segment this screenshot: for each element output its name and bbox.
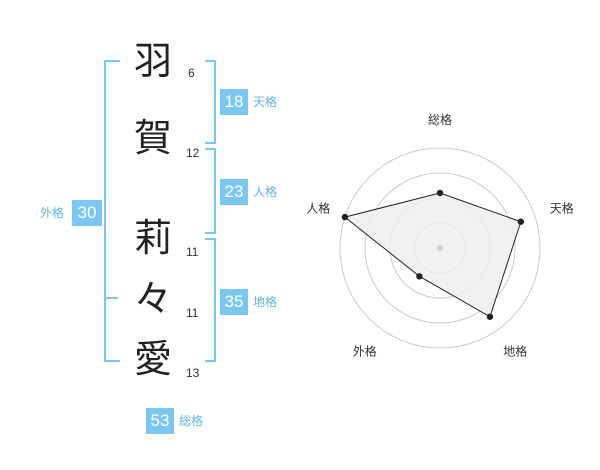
radar-point-5 [341, 213, 349, 221]
jinkaku-badge: 23 [220, 179, 248, 205]
jinkaku-bracket [205, 148, 216, 234]
tenkaku-label: 天格 [253, 95, 278, 109]
radar-center-dot [437, 245, 443, 251]
gaikaku-bracket [104, 60, 120, 362]
radar-point-3 [486, 313, 494, 320]
tenkaku-badge: 18 [220, 89, 248, 115]
radar-axis-label-3: 地格 [503, 344, 527, 359]
tenkaku-bracket [205, 60, 216, 144]
gaikaku-label: 外格 [40, 206, 65, 220]
name-char-4: 々 [133, 277, 172, 321]
chikaku-label: 地格 [253, 295, 278, 309]
soukaku-badge: 53 [146, 408, 174, 434]
radar-polygon [343, 192, 522, 318]
soukaku-label: 総格 [179, 414, 204, 428]
radar-axis-label-5: 人格 [306, 200, 330, 215]
radar-axis-label-4: 外格 [353, 344, 377, 359]
radar-point-4 [416, 273, 423, 280]
radar-point-2 [517, 218, 525, 225]
gaikaku-badge: 30 [72, 200, 102, 226]
name-char-3: 莉 [133, 216, 172, 260]
stroke-count-5: 13 [186, 366, 200, 380]
radar-point-1 [436, 189, 444, 197]
stroke-count-4: 11 [186, 306, 199, 320]
name-char-5: 愛 [133, 337, 172, 381]
gaikaku-bracket-tick [104, 297, 118, 299]
chikaku-bracket [205, 238, 216, 362]
name-char-2: 賀 [133, 116, 172, 160]
stroke-count-2: 12 [186, 146, 200, 160]
radar-axis-label-1: 総格 [428, 112, 452, 127]
jinkaku-label: 人格 [253, 185, 278, 199]
radar-ring-line-3 [364, 172, 516, 324]
stroke-count-3: 11 [186, 245, 199, 259]
radar-axis-label-2: 天格 [550, 200, 574, 215]
name-char-1: 羽 [133, 39, 172, 83]
chikaku-badge: 35 [220, 289, 248, 315]
stroke-count-1: 6 [188, 66, 195, 80]
